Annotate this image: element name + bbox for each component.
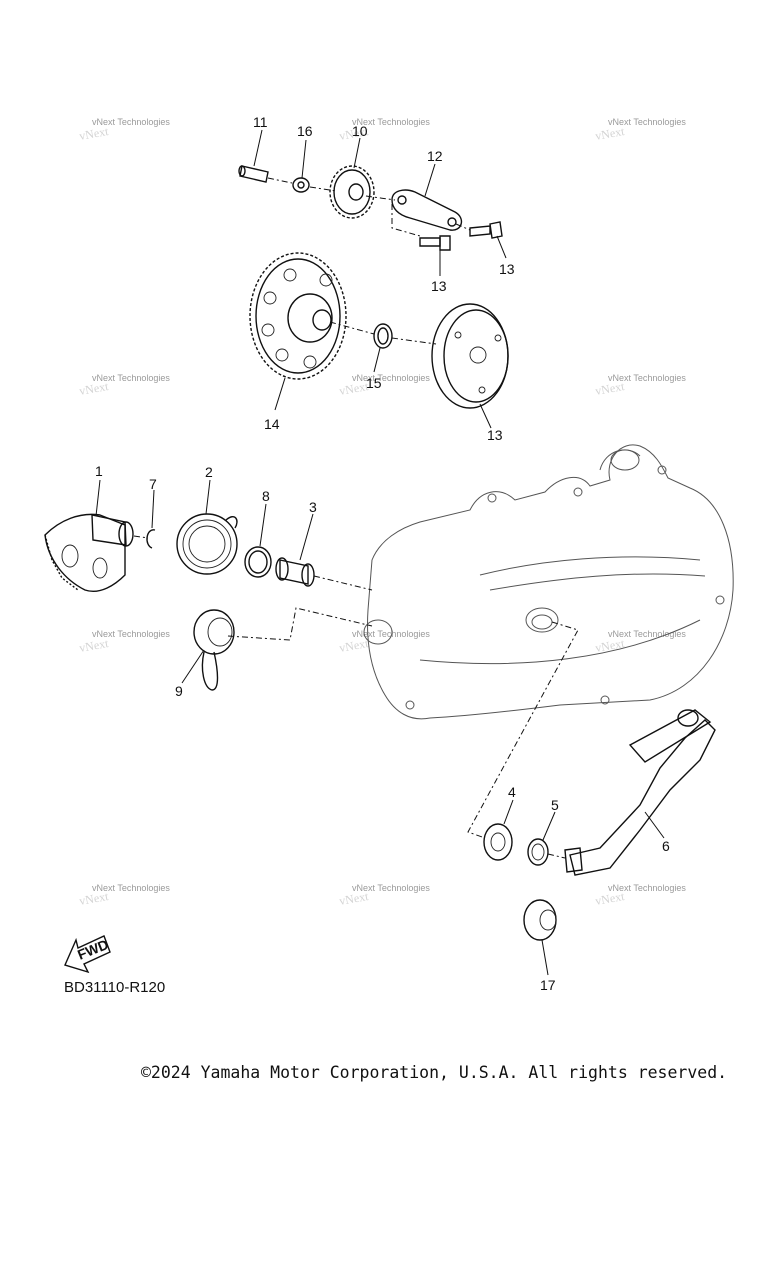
reference-code: BD31110-R120	[64, 979, 166, 996]
watermark: vNext Technologies	[92, 117, 170, 127]
watermark: vNext Technologies	[608, 883, 686, 893]
fwd-label: FWD	[75, 936, 111, 963]
watermark: vNext Technologies	[352, 883, 430, 893]
svg-text:vNext: vNext	[78, 636, 110, 655]
svg-text:vNext: vNext	[594, 124, 626, 143]
callout-17: 16	[297, 123, 313, 139]
callout-2: 2	[205, 464, 213, 480]
svg-text:vNext: vNext	[594, 636, 626, 655]
part-13-bolt-b	[419, 235, 451, 251]
part-18-seal	[523, 899, 557, 941]
watermark: vNext Technologies	[92, 373, 170, 383]
watermark: vNext Technologies	[352, 117, 430, 127]
part-16-ring	[373, 323, 393, 349]
part-5-circlip	[527, 838, 549, 866]
svg-text:vNext: vNext	[78, 889, 110, 908]
svg-text:vNext: vNext	[338, 636, 370, 655]
svg-text:vNext: vNext	[78, 124, 110, 143]
part-9-idle-gear	[193, 609, 235, 691]
callout-13b: 13	[431, 278, 447, 294]
watermark: vNext Technologies	[92, 629, 170, 639]
callouts: 11 16 10 12 13 13 14 15 13 1 7 2 8 3 9 4…	[95, 114, 670, 993]
svg-text:vNext: vNext	[338, 379, 370, 398]
callout-5: 5	[551, 797, 559, 813]
part-7-clip	[146, 529, 156, 549]
part-4-washer	[483, 823, 513, 861]
callout-10: 10	[352, 123, 368, 139]
part-2-spring	[176, 513, 238, 575]
part-15-ring-gear	[249, 252, 347, 380]
part-11-pin	[238, 165, 269, 183]
watermark: vNext Technologies	[352, 373, 430, 383]
part-17-washer	[292, 177, 310, 193]
callout-12: 12	[427, 148, 443, 164]
callout-15: 14	[264, 416, 280, 432]
assembly-lines	[133, 177, 579, 859]
callout-13a: 13	[499, 261, 515, 277]
callout-1: 1	[95, 463, 103, 479]
callout-11: 11	[253, 114, 268, 130]
callout-7: 7	[149, 476, 157, 492]
fwd-arrow-icon: FWD	[64, 935, 111, 974]
watermark: vNext Technologies	[608, 629, 686, 639]
callout-6: 6	[662, 838, 670, 854]
part-3-bushing	[275, 557, 315, 587]
watermark: vNext Technologies	[92, 883, 170, 893]
callout-18: 17	[540, 977, 556, 993]
watermark: vNext Technologies	[608, 117, 686, 127]
callout-4: 4	[508, 784, 516, 800]
svg-text:vNext: vNext	[338, 889, 370, 908]
svg-text:vNext: vNext	[78, 379, 110, 398]
callout-8: 8	[262, 488, 270, 504]
callout-9: 9	[175, 683, 183, 699]
callout-leaders	[95, 129, 665, 976]
crankcase-cover	[363, 444, 734, 720]
watermarks: vNext vNext Technologies vNext vNext Tec…	[78, 117, 686, 908]
part-6-kick-lever	[564, 709, 716, 876]
svg-text:vNext: vNext	[594, 889, 626, 908]
callout-3: 3	[309, 499, 317, 515]
watermark: vNext Technologies	[608, 373, 686, 383]
callout-16: 15	[366, 375, 382, 391]
part-12-plate	[391, 189, 463, 231]
watermark: vNext Technologies	[352, 629, 430, 639]
part-14-housing	[431, 303, 509, 409]
part-1-sector-gear	[44, 513, 134, 592]
copyright-notice: ©2024 Yamaha Motor Corporation, U.S.A. A…	[141, 1063, 728, 1082]
callout-14: 13	[487, 427, 503, 443]
svg-text:vNext: vNext	[338, 124, 370, 143]
part-10-gear	[329, 165, 375, 219]
part-13-bolt-a	[469, 221, 503, 239]
svg-text:vNext: vNext	[594, 379, 626, 398]
part-8-o-ring	[244, 546, 272, 578]
